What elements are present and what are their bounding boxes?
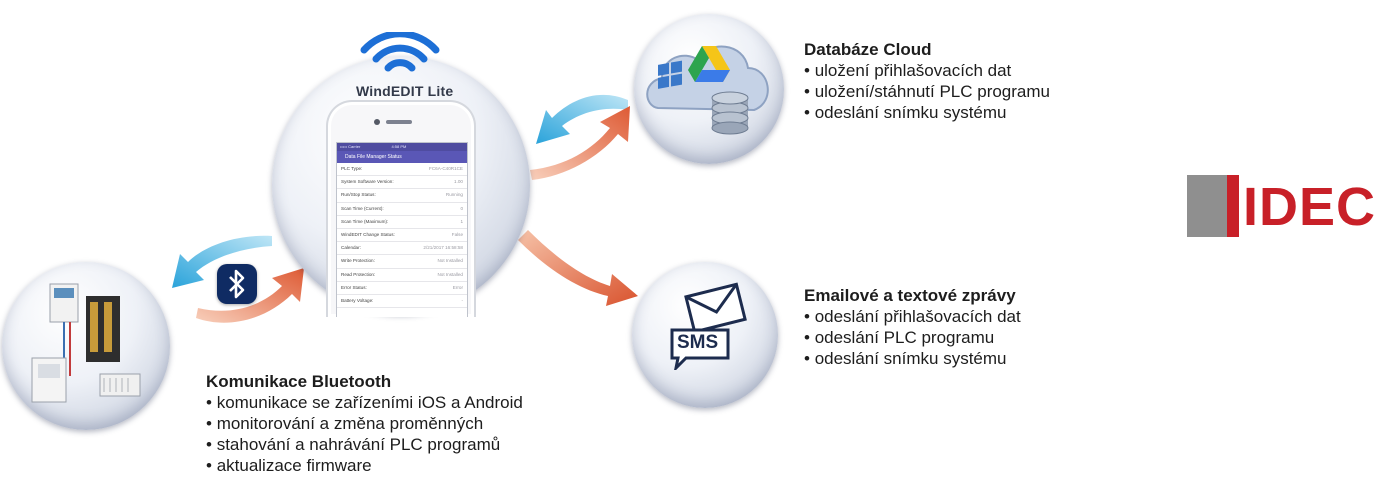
status-row-label: Scan Time (Current): <box>341 205 384 211</box>
list-item: odeslání snímku systému <box>804 102 1050 123</box>
status-row-value: False <box>451 231 463 237</box>
list-item: uložení přihlašovacích dat <box>804 60 1050 81</box>
status-row: Battery Voltage: - <box>337 295 467 309</box>
phone-screen: ••••• Carrier 4:58 PM Data File Manager … <box>336 142 468 317</box>
status-row-label: WindEDIT Change Status: <box>341 231 395 237</box>
cloud-text-block: Databáze Cloud uložení přihlašovacích da… <box>804 40 1050 123</box>
logo-red-bar <box>1227 175 1239 237</box>
status-row-label: Scan Time (Maximum): <box>341 218 389 224</box>
status-row-value: FC6A-C40R1CE <box>429 166 463 171</box>
status-row-value: 1.00 <box>454 179 463 185</box>
status-row: Scan Time (Maximum): 1 <box>337 216 467 229</box>
cloud-icon <box>646 45 769 135</box>
status-row-value: Error <box>452 284 463 290</box>
status-row-value: Not Installed <box>437 271 463 277</box>
status-row: Run/Stop Status: Running <box>337 189 467 203</box>
arrow-app-to-plc <box>172 235 272 288</box>
arrow-app-to-sms <box>518 230 638 306</box>
drive-logo-icon <box>688 46 730 82</box>
status-row-label: Error Status: <box>341 284 367 290</box>
status-row: Read Protection: Not Installed <box>337 269 467 282</box>
logo-gray-bar <box>1187 175 1227 237</box>
database-icon <box>711 91 749 135</box>
app-title: WindEDIT Lite <box>356 83 454 99</box>
status-row-label: Write Protection: <box>341 258 375 264</box>
status-row-label: PLC Type: <box>341 166 363 171</box>
phone-nav-bar: Data File Manager Status <box>337 151 467 163</box>
sms-feature-list: odeslání přihlašovacích dat odeslání PLC… <box>804 306 1021 369</box>
status-list: PLC Type: FC6A-C40R1CE System Software Ver… <box>337 163 467 309</box>
list-item: odeslání přihlašovacích dat <box>804 306 1021 327</box>
list-item: monitorování a změna proměnných <box>206 413 523 434</box>
status-row: Scan Time (Current): 0 <box>337 203 467 216</box>
list-item: odeslání PLC programu <box>804 327 1021 348</box>
status-row: PLC Type: FC6A-C40R1CE <box>337 163 467 177</box>
sms-title: Emailové a textové zprávy <box>804 286 1016 305</box>
phone-speaker <box>386 120 412 124</box>
arrow-app-to-cloud <box>530 106 630 180</box>
arrow-cloud-to-app <box>536 94 628 144</box>
bluetooth-title: Komunikace Bluetooth <box>206 372 392 391</box>
status-row-label: Calendar: <box>341 245 361 251</box>
windows-logo-icon <box>658 60 682 89</box>
status-time: 4:58 PM <box>391 144 407 149</box>
list-item: odeslání snímku systému <box>804 348 1021 369</box>
status-row: Calendar: 2/21/2017 16:58:58 <box>337 242 467 256</box>
status-row-value: - <box>461 297 463 303</box>
bluetooth-feature-list: komunikace se zařízeními iOS a Android m… <box>206 392 523 476</box>
status-row-label: Run/Stop Status: <box>341 192 376 198</box>
status-row-value: 0 <box>460 205 463 211</box>
list-item: komunikace se zařízeními iOS a Android <box>206 392 523 413</box>
status-row-value: Running <box>445 192 463 198</box>
status-row-label: System Software Version: <box>341 179 394 185</box>
phone-status-bar: ••••• Carrier 4:58 PM <box>337 143 467 151</box>
sms-badge-label: SMS <box>677 332 719 353</box>
list-item: uložení/stáhnutí PLC programu <box>804 81 1050 102</box>
sms-bubble-icon: SMS <box>668 328 732 373</box>
envelope-icon <box>684 282 747 334</box>
status-carrier: ••••• Carrier <box>340 144 361 149</box>
status-row-label: Battery Voltage: <box>341 297 374 303</box>
list-item: aktualizace firmware <box>206 455 523 476</box>
arrow-plc-to-app <box>196 268 304 323</box>
idec-logo: IDEC <box>1187 175 1375 239</box>
status-row-value: 1 <box>460 218 463 224</box>
phone-mockup: ••••• Carrier 4:58 PM Data File Manager … <box>326 100 476 317</box>
list-item: stahování a nahrávání PLC programů <box>206 434 523 455</box>
bluetooth-icon <box>217 264 257 304</box>
phone-camera <box>374 119 380 125</box>
status-row-label: Read Protection: <box>341 271 376 277</box>
status-row: System Software Version: 1.00 <box>337 176 467 190</box>
status-row: Write Protection: Not Installed <box>337 255 467 269</box>
status-row: Error Status: Error <box>337 282 467 295</box>
sms-text-block: Emailové a textové zprávy odeslání přihl… <box>804 286 1021 369</box>
plc-controller-icon <box>31 283 141 403</box>
status-row: WindEDIT Change Status: False <box>337 229 467 243</box>
bluetooth-text-block: Komunikace Bluetooth komunikace se zaříz… <box>206 372 523 476</box>
status-row-value: Not Installed <box>437 258 463 264</box>
logo-text: IDEC <box>1243 177 1375 237</box>
wifi-icon <box>360 32 440 72</box>
cloud-feature-list: uložení přihlašovacích dat uložení/stáhn… <box>804 60 1050 123</box>
status-row-value: 2/21/2017 16:58:58 <box>423 245 463 251</box>
cloud-title: Databáze Cloud <box>804 40 932 59</box>
